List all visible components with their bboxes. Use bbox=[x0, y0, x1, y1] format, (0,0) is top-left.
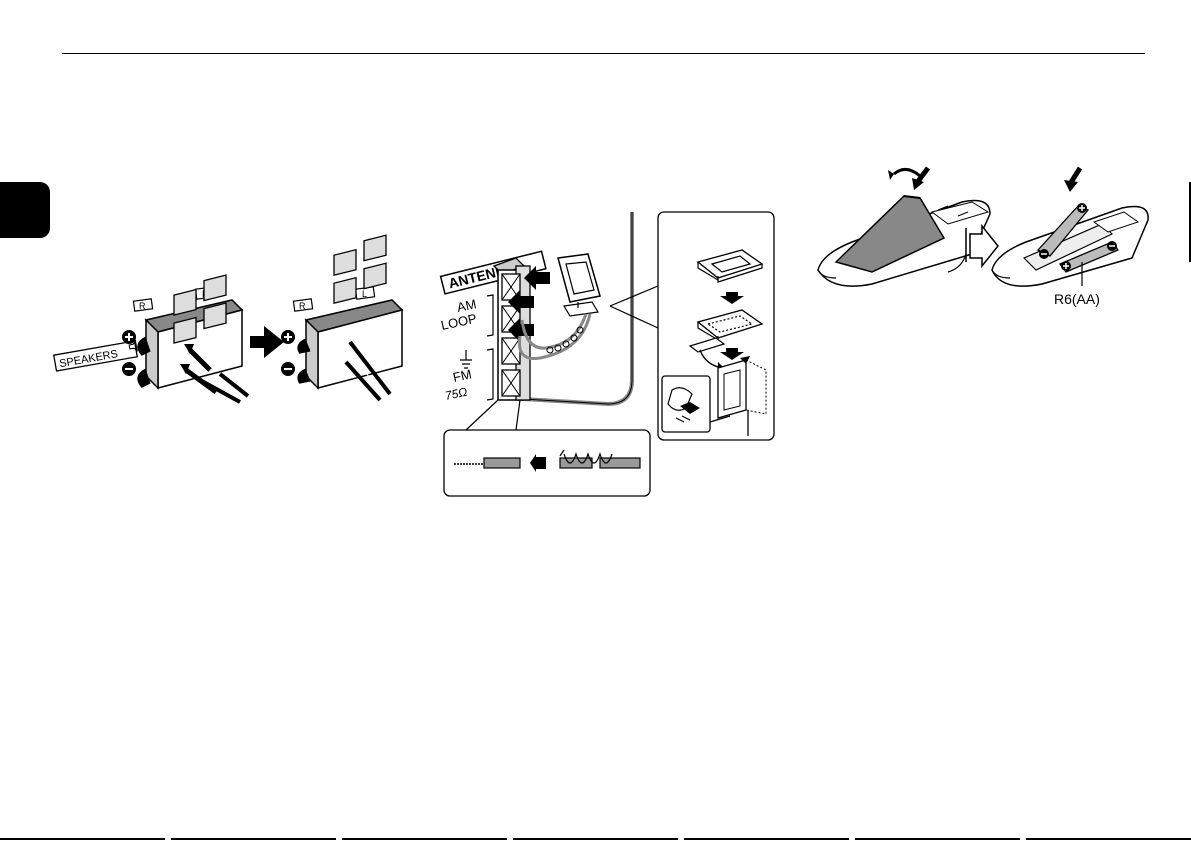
terminal-label-r-left: R bbox=[139, 301, 146, 311]
battery-type-label: R6(AA) bbox=[1054, 291, 1100, 307]
fm-label: FM bbox=[452, 366, 473, 385]
bottom-rule bbox=[0, 838, 1191, 840]
speaker-terminal-after bbox=[299, 235, 402, 400]
antenna-connection-illustration: ANTENNA AM LOOP FM 75Ω bbox=[440, 210, 780, 500]
am-loop-antenna bbox=[558, 254, 600, 316]
remote-battery-illustration bbox=[812, 162, 1152, 302]
remote-cover-removal bbox=[818, 168, 990, 286]
next-step-arrow bbox=[250, 326, 284, 358]
speaker-terminal-before bbox=[139, 275, 248, 402]
section-tab bbox=[0, 182, 50, 238]
loop-label: LOOP bbox=[440, 311, 478, 333]
terminal-label-r-right: R bbox=[299, 301, 306, 311]
remote-battery-insertion bbox=[992, 168, 1148, 286]
speaker-connection-illustration: SPEAKERS R L R L bbox=[50, 270, 400, 410]
header-rule bbox=[62, 53, 1145, 54]
ground-symbol-icon bbox=[460, 350, 472, 368]
fm-impedance-label: 75Ω bbox=[444, 385, 469, 403]
terminal-label-l-right: L bbox=[362, 289, 367, 299]
